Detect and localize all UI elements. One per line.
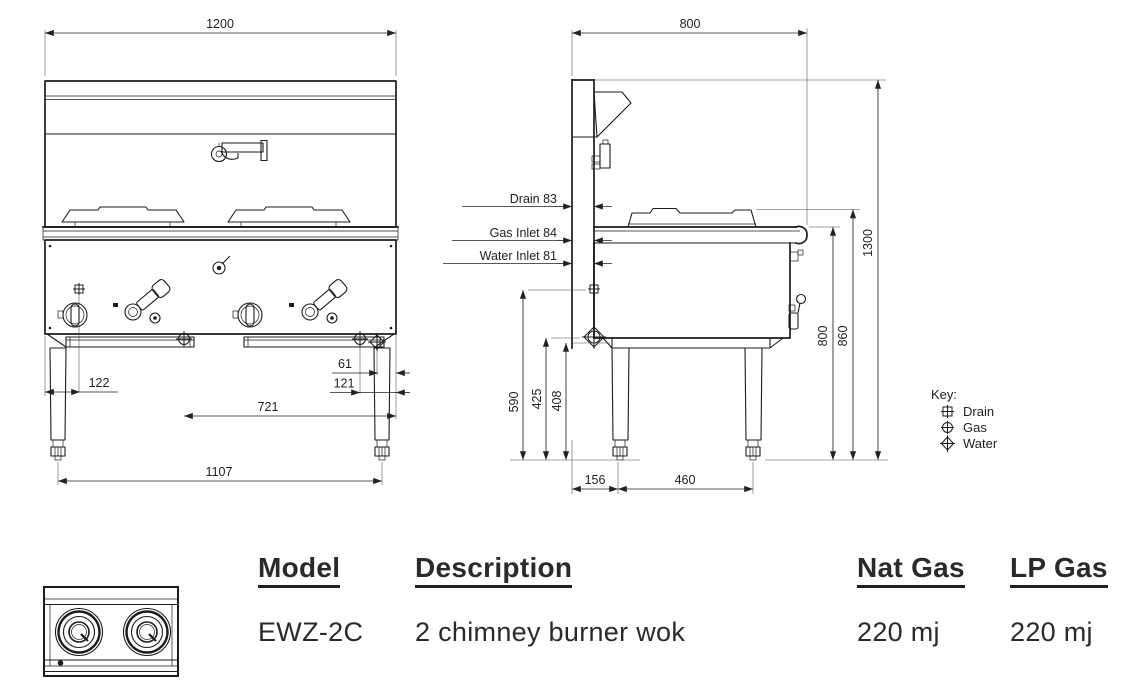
spec-value-nat-gas: 220 mj <box>857 617 940 647</box>
faucet-front <box>210 139 268 163</box>
dim-bench-height: 800 <box>816 326 830 347</box>
key-legend: Key: Drain Gas Water <box>931 387 998 452</box>
spec-value-model: EWZ-2C <box>258 617 364 647</box>
dim-burner-height: 860 <box>836 326 850 347</box>
spec-header-description: Description <box>415 552 573 588</box>
dim-side-depth: 800 <box>680 17 701 31</box>
leg-front-left <box>49 347 67 461</box>
control-knob-left <box>57 302 88 328</box>
gas-fitting-side <box>789 249 804 262</box>
service-labels: Drain 83 Gas Inlet 84 Water Inlet 81 <box>443 192 612 267</box>
spec-value-description: 2 chimney burner wok <box>415 617 686 647</box>
side-view: Drain 83 Gas Inlet 84 Water Inlet 81 800 <box>443 17 888 494</box>
dim-front-leg-centres: 1107 <box>206 465 233 479</box>
dim-front-gas-span: 721 <box>258 400 279 414</box>
gas-symbol <box>941 421 954 434</box>
gas-water-symbol-side <box>582 325 606 349</box>
burner-plate-right-front <box>227 206 351 228</box>
dim-water-height: 408 <box>550 391 564 412</box>
drain-symbol <box>941 405 954 418</box>
leg-side-back <box>611 347 630 461</box>
product-thumbnail <box>43 586 179 677</box>
leg-front-right <box>373 347 391 461</box>
dim-overall-height: 1300 <box>861 229 875 257</box>
key-label-drain: Drain <box>963 404 994 419</box>
splashback-front <box>44 80 397 228</box>
water-symbol <box>940 435 955 452</box>
dim-front-gas-edge: 121 <box>334 377 355 391</box>
spec-header-nat-gas: Nat Gas <box>857 552 965 588</box>
drain-symbol-front <box>73 283 85 295</box>
burner-plate-side <box>627 207 757 228</box>
spec-value-lp-gas: 220 mj <box>1010 617 1093 647</box>
hood-bracket-side <box>572 91 632 138</box>
label-gas-inlet: Gas Inlet 84 <box>490 226 557 240</box>
dim-front-water-edge: 61 <box>338 357 352 371</box>
control-knob-right <box>232 302 263 328</box>
dim-back-to-leg: 156 <box>585 473 606 487</box>
spec-header-model: Model <box>258 552 341 588</box>
front-dimensions: 1200 122 61 121 721 1107 <box>44 17 410 485</box>
control-lever-right <box>289 279 348 324</box>
dim-front-total-width: 1200 <box>206 17 234 31</box>
dim-drain-height: 590 <box>507 392 521 413</box>
drawing-area: 1200 122 61 121 721 1107 <box>42 17 998 494</box>
key-title: Key: <box>931 387 957 402</box>
dim-front-drain-offset: 122 <box>89 376 110 390</box>
key-label-water: Water <box>963 436 998 451</box>
thumb-burner-left <box>54 607 104 657</box>
gas-symbol-right-front <box>352 331 368 347</box>
front-view: 1200 122 61 121 721 1107 <box>42 17 410 485</box>
key-label-gas: Gas <box>963 420 987 435</box>
dim-side-leg-centres: 460 <box>675 473 696 487</box>
faucet-side <box>591 139 611 170</box>
spec-header-lp-gas: LP Gas <box>1010 552 1108 588</box>
control-lever-left <box>113 279 171 324</box>
burner-plate-left-front <box>61 206 185 228</box>
thumb-pilot-dot <box>57 660 64 666</box>
leg-side-front <box>744 347 763 461</box>
thumb-burner-right <box>122 607 172 657</box>
pilot-knob <box>212 255 231 275</box>
lever-knob-side <box>788 293 807 330</box>
label-water-inlet: Water Inlet 81 <box>480 249 557 263</box>
side-dimensions: 800 590 425 408 800 860 <box>507 17 888 494</box>
dim-gas-height: 425 <box>530 389 544 410</box>
gas-symbol-left-front <box>176 331 192 347</box>
control-panel-front <box>44 239 397 335</box>
drain-symbol-side <box>588 283 600 297</box>
label-drain: Drain 83 <box>510 192 557 206</box>
